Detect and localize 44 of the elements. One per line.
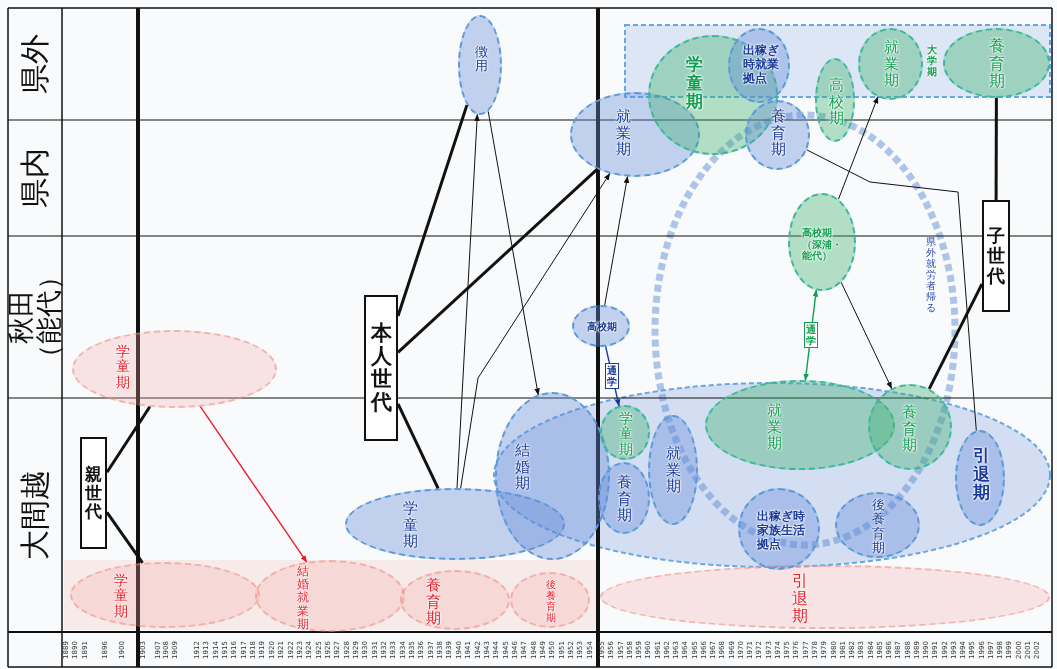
phase-label: 養育期: [617, 474, 632, 524]
phase-label: 学童期: [116, 344, 130, 391]
phase-label: 養育期: [426, 577, 441, 627]
side-note: 大学期: [927, 44, 937, 77]
phase-label: 引退期: [792, 572, 808, 625]
phase-label: 引退期: [973, 446, 990, 503]
phase-label: 就業期: [666, 445, 681, 495]
phase-ellipse: [458, 15, 502, 115]
phase-label: 結婚就業期: [297, 565, 309, 631]
phase-ellipse: [728, 28, 790, 103]
phase-ellipse: [572, 305, 630, 347]
phase-label: 高校期（深浦・能代）: [802, 227, 842, 262]
region-heading: 秋田（能代）: [6, 262, 64, 373]
phase-label: 出稼ぎ時家族生活拠点: [757, 510, 805, 552]
phase-label: 学童期: [403, 500, 418, 550]
generation-box: 親世代: [80, 437, 107, 549]
phase-label: 就業期: [767, 402, 782, 452]
region-heading: 大間越: [19, 469, 51, 562]
phase-label: 出稼ぎ時就業拠点: [743, 44, 779, 86]
phase-label: 養育期: [989, 37, 1005, 90]
phase-ellipse: [745, 100, 810, 170]
note-text: 県外就労者帰る: [926, 236, 936, 313]
phase-ellipse: [955, 430, 1005, 526]
edge-label: 通学: [803, 322, 818, 349]
phase-ellipse: [598, 462, 650, 534]
phase-label: 学童期: [619, 411, 633, 458]
phase-ellipse: [835, 492, 920, 558]
edge-label: 通学: [605, 363, 620, 390]
generation-box: 本人世代: [364, 295, 398, 441]
phase-ellipse: [600, 405, 650, 460]
phase-ellipse: [600, 565, 1050, 629]
phase-ellipse: [943, 28, 1050, 98]
phase-label: 就業期: [616, 108, 631, 158]
phase-label: 後養育期: [872, 498, 885, 556]
region-heading: 県内: [19, 147, 51, 210]
phase-label: 学童期: [114, 573, 128, 620]
region-heading: 県外: [19, 33, 51, 96]
phase-label: 徴用: [475, 45, 488, 74]
generation-box: 子世代: [982, 200, 1010, 312]
phase-label: 養育期: [902, 404, 917, 454]
phase-ellipse: [868, 384, 952, 470]
phase-label: 後養育期: [546, 579, 556, 623]
phase-label: 就業期: [884, 39, 899, 89]
phase-label: 結婚期: [515, 442, 530, 492]
